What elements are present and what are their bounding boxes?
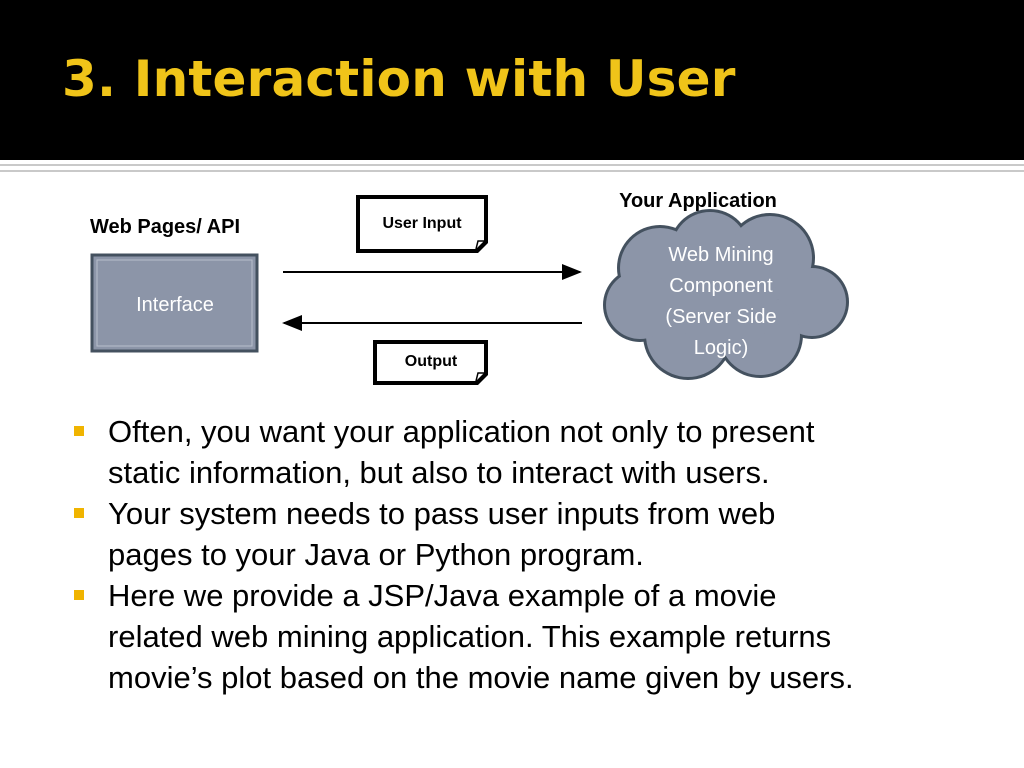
bullet-line: pages to your Java or Python program. <box>108 537 644 572</box>
web-pages-label: Web Pages/ API <box>90 216 240 238</box>
title-rule-top <box>0 164 1024 166</box>
bullet-line: Here we provide a JSP/Java example of a … <box>108 578 777 613</box>
bullet-line: Your system needs to pass user inputs fr… <box>108 496 776 531</box>
bullet-line: related web mining application. This exa… <box>108 619 832 654</box>
cloud-line-1: Web Mining <box>668 244 773 266</box>
title-rule-bottom <box>0 170 1024 172</box>
bullet-item: Often, you want your application not onl… <box>72 411 972 493</box>
cloud-line-2: Component <box>669 275 773 297</box>
bullet-list: Often, you want your application not onl… <box>72 411 972 698</box>
interface-box: Interface <box>90 253 259 353</box>
cloud-line-4: Logic) <box>694 337 748 359</box>
bullet-line: Often, you want your application not onl… <box>108 414 815 449</box>
interface-label: Interface <box>136 294 214 316</box>
user-input-label: User Input <box>382 215 462 232</box>
output-label: Output <box>405 353 458 370</box>
bullet-line: static information, but also to interact… <box>108 455 770 490</box>
bullet-item: Your system needs to pass user inputs fr… <box>72 493 972 575</box>
title-band: 3. Interaction with User <box>0 0 1024 160</box>
web-mining-cloud: Web Mining Component (Server Side Logic) <box>603 209 849 380</box>
bullet-line: movie’s plot based on the movie name giv… <box>108 660 854 695</box>
slide-title: 3. Interaction with User <box>62 50 736 108</box>
your-application-label: Your Application <box>619 190 777 212</box>
bullet-square-icon <box>74 508 84 518</box>
user-input-note: User Input <box>356 195 488 253</box>
cloud-line-3: (Server Side <box>665 306 776 328</box>
interaction-diagram: Web Pages/ API Interface User Input Outp… <box>90 190 849 385</box>
output-note: Output <box>373 340 488 385</box>
bullet-square-icon <box>74 426 84 436</box>
bullet-item: Here we provide a JSP/Java example of a … <box>72 575 972 698</box>
bullet-square-icon <box>74 590 84 600</box>
